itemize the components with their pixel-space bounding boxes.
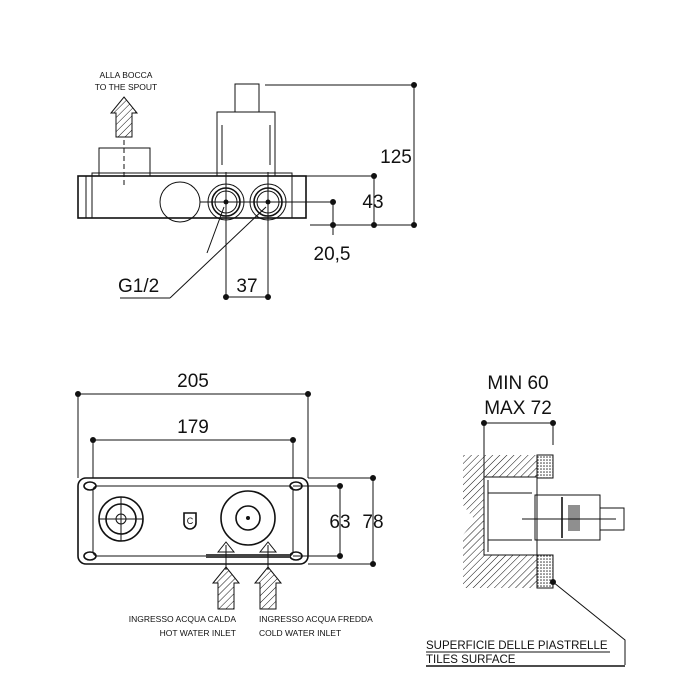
valve-body (77, 175, 307, 219)
mounting-plate (77, 477, 309, 565)
thread-label: G1/2 (118, 276, 159, 297)
recessed-box (483, 476, 538, 556)
brand-logo-icon: C (183, 512, 197, 530)
mixing-cartridge (216, 490, 278, 553)
hot-inlet-label-en: HOT WATER INLET (160, 628, 236, 638)
tiles-surface-label-it: SUPERFICIE DELLE PIASTRELLE (426, 640, 608, 652)
cold-inlet-label-en: COLD WATER INLET (259, 628, 341, 638)
dim-width-inner: 179 (177, 417, 209, 438)
hot-inlet-arrow-icon (211, 566, 241, 610)
dim-spacing: 37 (236, 276, 257, 297)
svg-text:C: C (187, 516, 194, 526)
depth-max: MAX 72 (484, 398, 552, 419)
tile-bottom (536, 554, 554, 589)
spout-label-it: ALLA BOCCA (100, 70, 153, 80)
dim-height-total: 125 (380, 147, 412, 168)
wall-section (463, 455, 537, 588)
tiles-surface-label-en: TILES SURFACE (426, 654, 516, 666)
spout-arrow-icon (109, 96, 139, 138)
dim-height-outer: 78 (362, 512, 383, 533)
depth-min: MIN 60 (487, 373, 548, 394)
cold-inlet-label-it: INGRESSO ACQUA FREDDA (259, 614, 373, 624)
cartridge-stem (234, 83, 260, 113)
hot-inlet-label-it: INGRESSO ACQUA CALDA (129, 614, 237, 624)
dim-offset: 20,5 (314, 244, 351, 265)
valve-body-side (534, 494, 601, 541)
top-view: ALLA BOCCA TO THE SPOUT 125 (77, 70, 417, 300)
cold-inlet-arrow-icon (253, 566, 283, 610)
dim-width-outer: 205 (177, 371, 209, 392)
spout-label-en: TO THE SPOUT (95, 82, 158, 92)
dim-height-body: 43 (362, 192, 383, 213)
side-view: MIN 60 MAX 72 SUPERFICIE DELLE PIASTRELL… (426, 373, 626, 667)
dim-height-inner: 63 (329, 512, 350, 533)
tile-top (536, 454, 554, 479)
cartridge-body (216, 111, 276, 177)
front-view: 205 179 C (75, 371, 384, 638)
diverter-port (159, 181, 201, 223)
diverter-valve (98, 496, 144, 542)
